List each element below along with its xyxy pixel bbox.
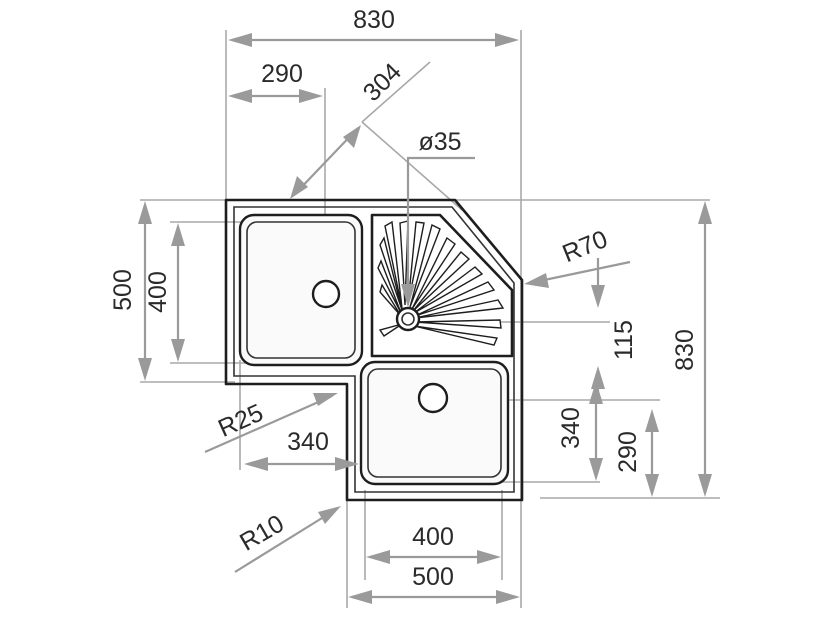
label-drain-diameter: ø35 bbox=[418, 128, 461, 156]
label-drain-offset: 115 bbox=[610, 320, 638, 360]
label-overall-width: 830 bbox=[353, 6, 395, 34]
label-bowl-height: 340 bbox=[557, 407, 585, 449]
label-left-height-outer: 500 bbox=[109, 269, 137, 311]
label-right-offset: 290 bbox=[614, 431, 642, 473]
dimension-lines bbox=[138, 33, 712, 604]
left-drain-hole bbox=[311, 279, 341, 309]
drainer-board bbox=[370, 213, 514, 358]
right-drain-hole bbox=[417, 382, 449, 414]
left-bowl bbox=[238, 213, 364, 367]
label-left-height-inner: 400 bbox=[144, 271, 172, 313]
dimension-labels: 830 290 304 ø35 R70 500 400 115 830 340 … bbox=[109, 6, 699, 591]
label-bottom-outer: 500 bbox=[412, 563, 454, 591]
drainer-drain-hole bbox=[395, 306, 421, 332]
label-bottom-offset: 340 bbox=[287, 428, 329, 456]
label-diagonal: 304 bbox=[358, 58, 407, 107]
label-edge-radius: R10 bbox=[235, 509, 289, 556]
label-bottom-inner: 400 bbox=[412, 523, 454, 551]
label-corner-radius-large: R70 bbox=[558, 225, 611, 268]
right-bowl bbox=[359, 360, 510, 486]
label-left-offset: 290 bbox=[261, 60, 303, 88]
sink-outline bbox=[224, 198, 524, 502]
label-overall-height: 830 bbox=[671, 329, 699, 371]
drainer-ribs bbox=[377, 220, 505, 346]
